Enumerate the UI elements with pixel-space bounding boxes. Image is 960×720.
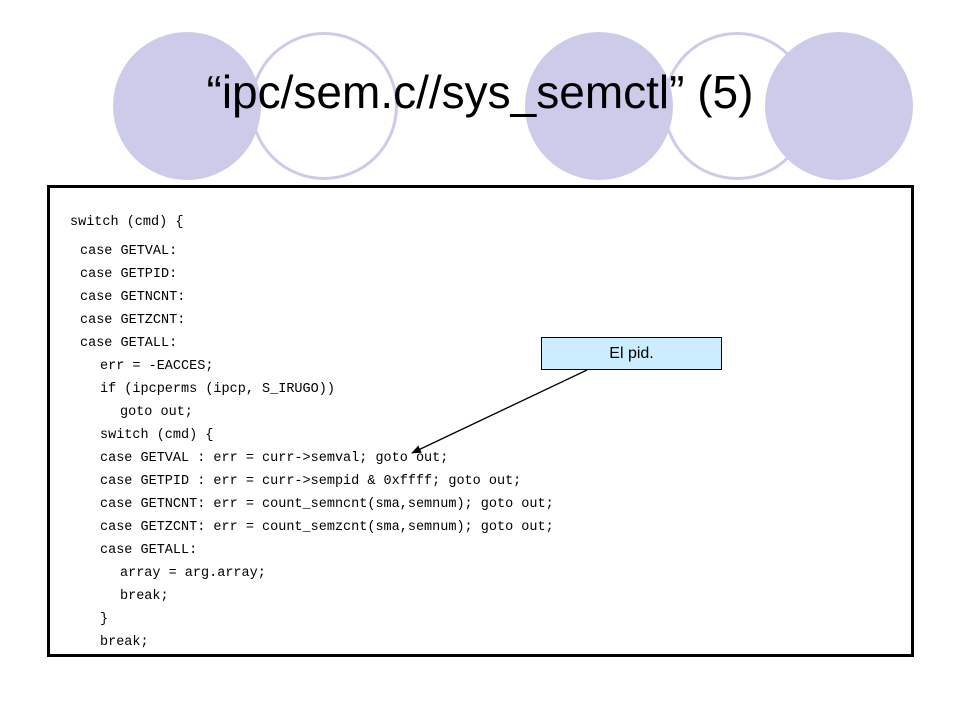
decor-circle-5 bbox=[765, 32, 913, 180]
code-box: switch (cmd) { case GETVAL: case GETPID:… bbox=[47, 185, 914, 657]
code-line: case GETALL: bbox=[100, 543, 198, 558]
code-line: case GETALL: bbox=[80, 336, 178, 351]
code-line: case GETPID: bbox=[80, 267, 178, 282]
code-line: case GETNCNT: bbox=[80, 290, 186, 305]
code-line: array = arg.array; bbox=[120, 566, 266, 581]
code-line: goto out; bbox=[120, 405, 193, 420]
code-line: case GETZCNT: err = count_semzcnt(sma,se… bbox=[100, 520, 554, 535]
code-line: case GETVAL: bbox=[80, 244, 178, 259]
code-line: err = -EACCES; bbox=[100, 359, 214, 374]
code-line: switch (cmd) { bbox=[70, 215, 184, 230]
decor-circle-2 bbox=[250, 32, 398, 180]
decor-circle-3 bbox=[525, 32, 673, 180]
code-line: case GETVAL : err = curr->semval; goto o… bbox=[100, 451, 449, 466]
code-line: case GETNCNT: err = count_semncnt(sma,se… bbox=[100, 497, 554, 512]
callout-label: El pid. bbox=[541, 337, 722, 370]
code-line: break; bbox=[100, 635, 149, 650]
slide-title: “ipc/sem.c//sys_semctl” (5) bbox=[206, 66, 754, 118]
code-line: break; bbox=[120, 589, 169, 604]
code-line: } bbox=[100, 612, 109, 627]
code-line: switch (cmd) { bbox=[100, 428, 214, 443]
code-line: case GETPID : err = curr->sempid & 0xfff… bbox=[100, 474, 522, 489]
code-line: if (ipcperms (ipcp, S_IRUGO)) bbox=[100, 382, 335, 397]
code-line: case GETZCNT: bbox=[80, 313, 186, 328]
decor-circle-1 bbox=[113, 32, 261, 180]
